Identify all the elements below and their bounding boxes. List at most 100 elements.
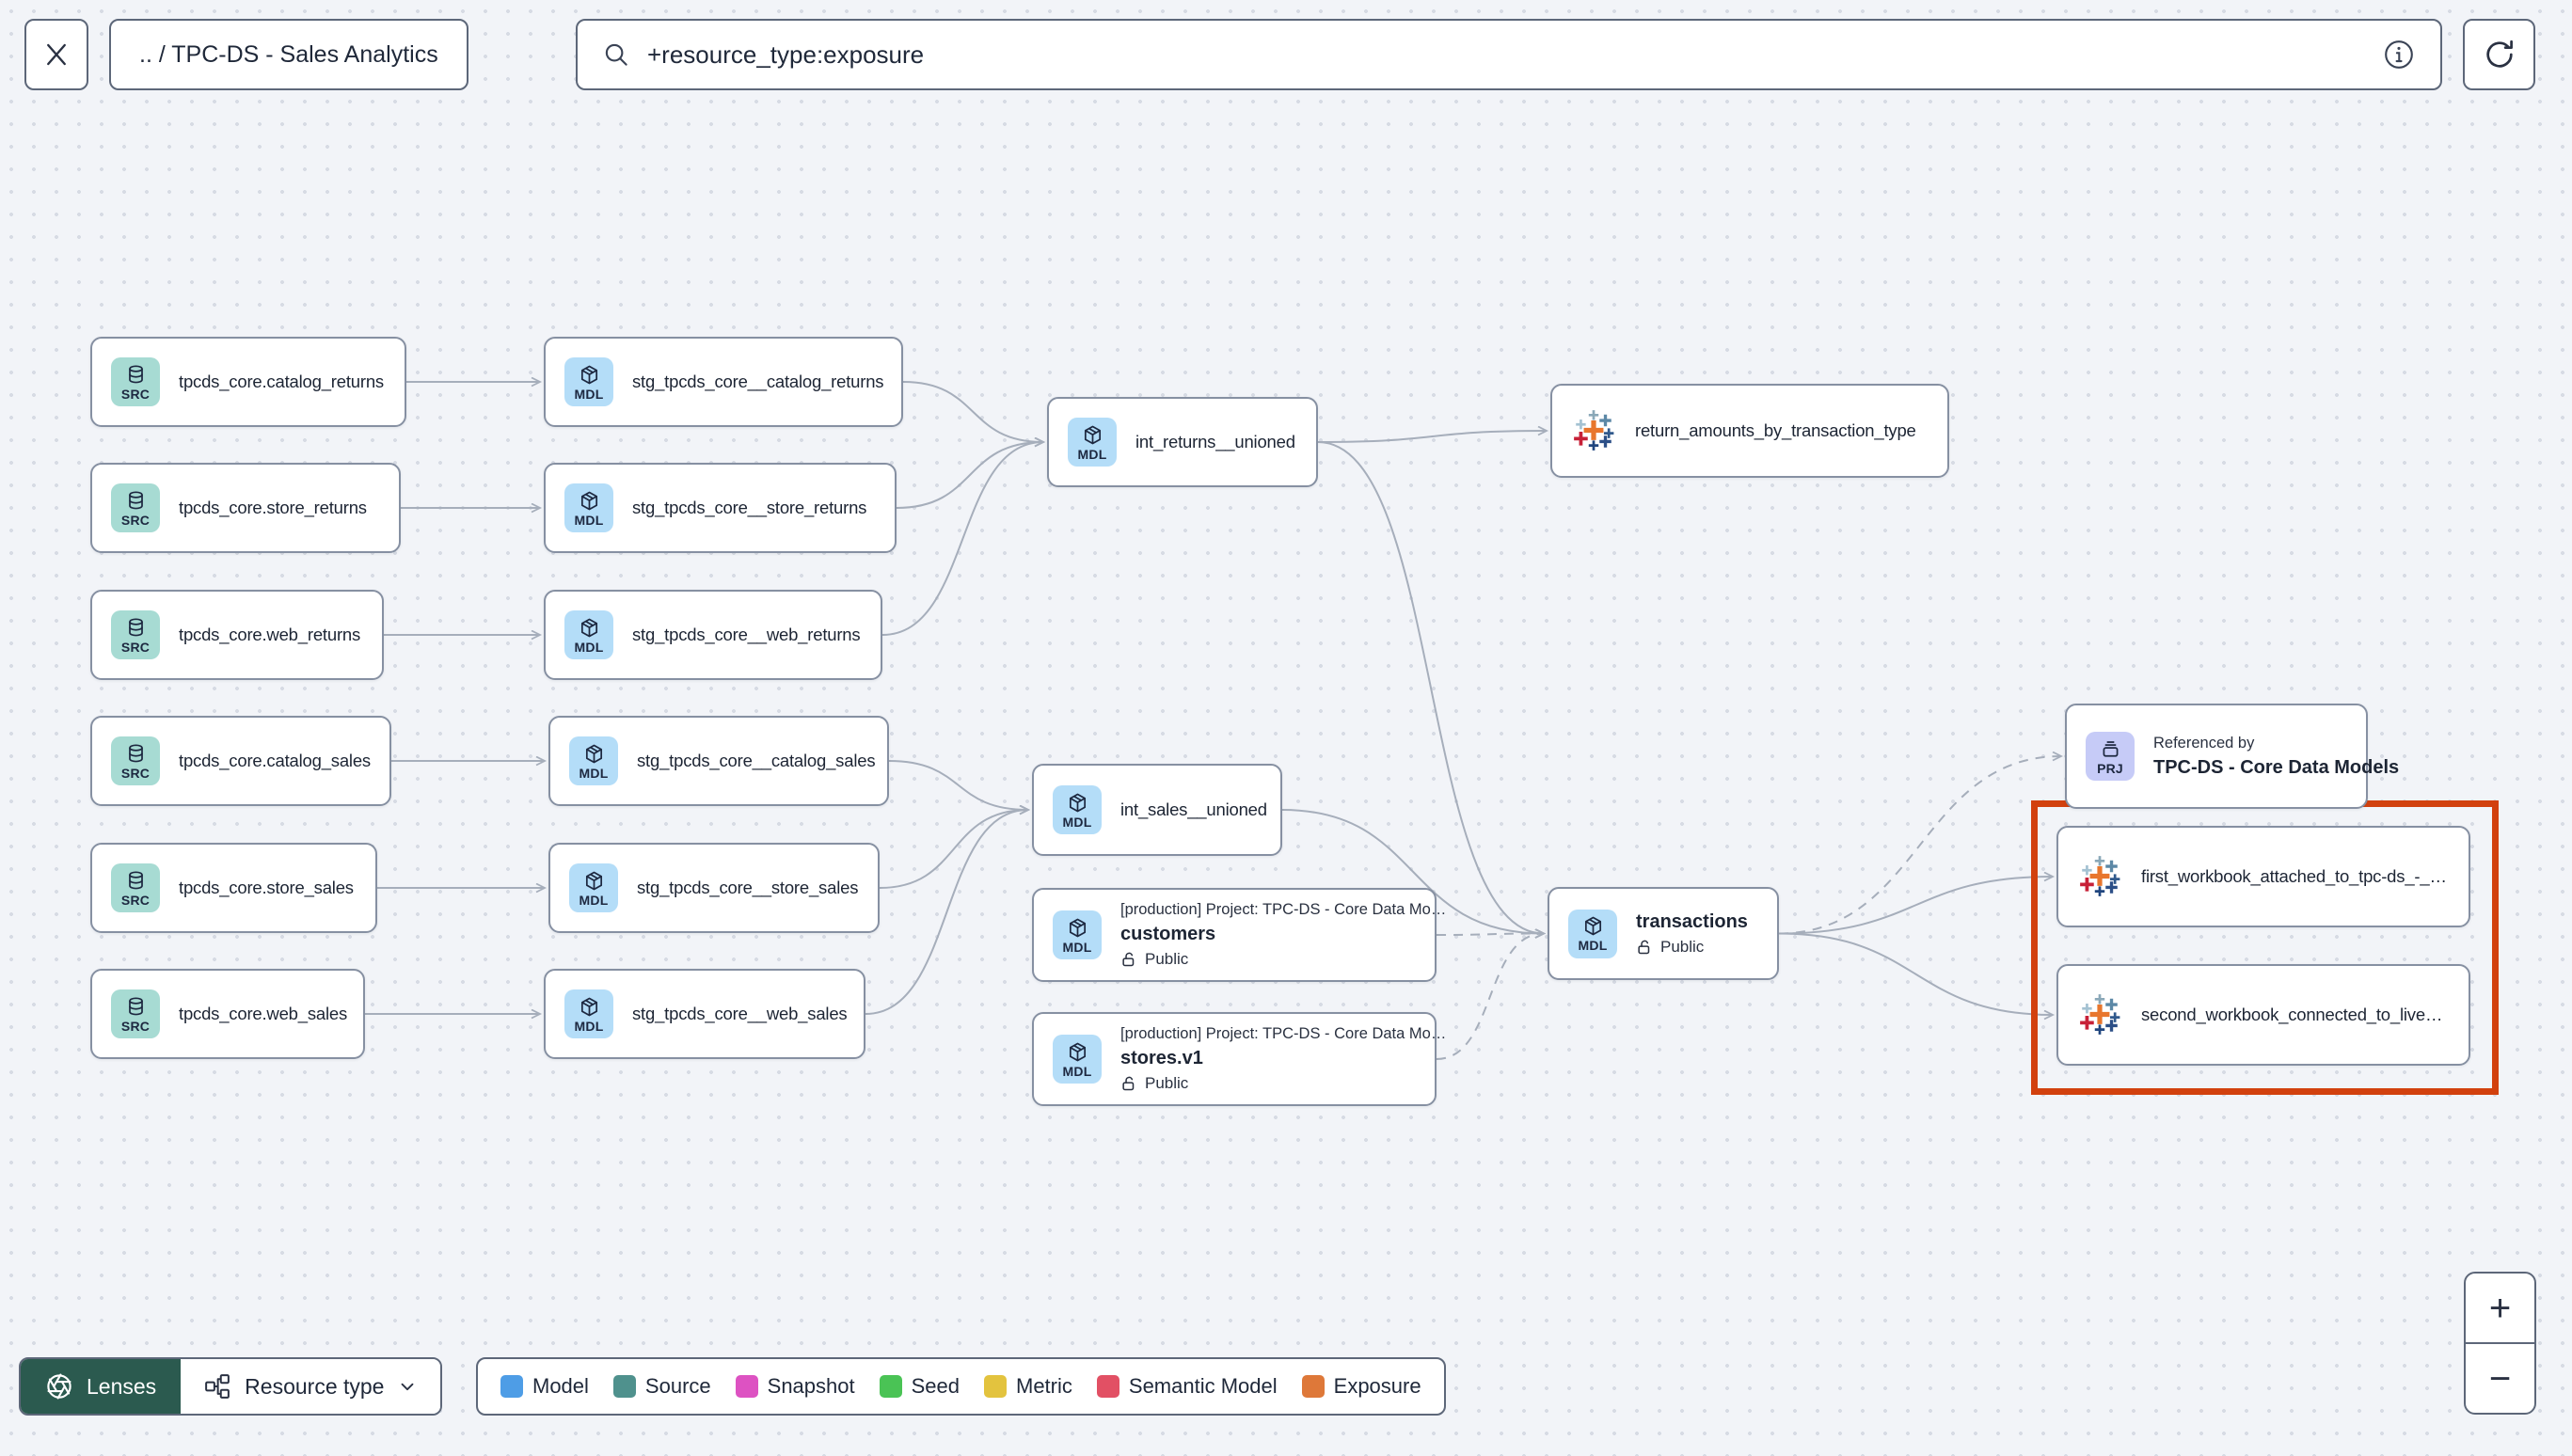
close-button[interactable]	[24, 19, 88, 90]
node-label: first_workbook_attached_to_tpc-ds_-_…	[2141, 866, 2447, 886]
node-src-catalog-returns[interactable]: SRC tpcds_core.catalog_returns	[90, 337, 406, 427]
legend-item-model: Model	[500, 1374, 589, 1399]
lenses-button[interactable]: Lenses	[21, 1359, 182, 1414]
node-project-line: [production] Project: TPC-DS - Core Data…	[1120, 1025, 1447, 1042]
legend-swatch	[1301, 1375, 1325, 1398]
info-icon[interactable]	[2382, 38, 2416, 71]
unlock-icon	[1120, 951, 1137, 968]
cube-icon-badge: MDL	[564, 989, 613, 1038]
database-icon	[125, 364, 147, 386]
node-label: tpcds_core.web_returns	[179, 625, 361, 644]
legend-swatch	[500, 1375, 523, 1398]
node-customers[interactable]: MDL[production] Project: TPC-DS - Core D…	[1032, 888, 1446, 982]
database-icon	[125, 490, 147, 512]
unlock-icon	[1636, 939, 1653, 956]
node-label: tpcds_core.store_sales	[179, 878, 354, 897]
node-label: stg_tpcds_core__web_sales	[632, 1004, 848, 1023]
tableau-icon	[2077, 854, 2122, 899]
cube-icon-badge: MDL	[569, 736, 618, 785]
node-access: Public	[1636, 938, 1748, 957]
edge-int-returns-unioned-to-return-amounts-by-transaction-type	[1317, 431, 1547, 443]
legend-swatch	[984, 1375, 1007, 1398]
legend-label: Exposure	[1333, 1374, 1421, 1398]
cube-icon	[1067, 917, 1088, 939]
tableau-icon	[1571, 408, 1616, 453]
cube-icon	[1582, 915, 1604, 937]
tableau-icon	[2077, 992, 2122, 1037]
legend-label: Snapshot	[767, 1374, 855, 1398]
legend-swatch	[879, 1375, 902, 1398]
cube-icon	[1082, 424, 1103, 446]
cube-icon-badge: MDL	[564, 483, 613, 532]
node-label: stg_tpcds_core__catalog_sales	[637, 751, 876, 770]
cube-icon-badge: MDL	[1568, 909, 1617, 958]
cube-icon	[1067, 1041, 1088, 1063]
lens-controls: Lenses Resource type	[19, 1357, 443, 1416]
database-icon-badge: SRC	[111, 357, 160, 406]
node-return-amounts-by-transaction-type[interactable]: return_amounts_by_transaction_type	[1550, 384, 1949, 478]
cube-icon	[579, 490, 600, 512]
database-icon-badge: SRC	[111, 736, 160, 785]
database-icon-badge: SRC	[111, 989, 160, 1038]
edge-int-sales-unioned-to-transactions	[1281, 809, 1544, 934]
node-second-workbook[interactable]: second_workbook_connected_to_live…	[2056, 964, 2470, 1066]
lenses-label: Lenses	[87, 1373, 157, 1399]
node-label: return_amounts_by_transaction_type	[1635, 420, 1916, 440]
node-label: second_workbook_connected_to_live…	[2141, 1005, 2443, 1024]
database-icon	[125, 996, 147, 1018]
edge-transactions-to-tpc-ds-core-data-models	[1778, 756, 2061, 935]
database-icon	[125, 743, 147, 765]
cube-icon-badge: MDL	[1053, 1035, 1102, 1084]
resource-type-icon	[203, 1372, 231, 1401]
node-project-line: [production] Project: TPC-DS - Core Data…	[1120, 901, 1447, 918]
node-stg-catalog-sales[interactable]: MDL stg_tpcds_core__catalog_sales	[548, 716, 889, 806]
cube-icon-badge: MDL	[564, 610, 613, 659]
resource-type-label: Resource type	[245, 1373, 385, 1399]
node-label: TPC-DS - Core Data Models	[2153, 756, 2400, 778]
node-label: int_returns__unioned	[1135, 432, 1295, 451]
node-label: stg_tpcds_core__catalog_returns	[632, 372, 884, 391]
database-icon	[125, 617, 147, 639]
search-input[interactable]	[647, 40, 2365, 70]
node-stores-v1[interactable]: MDL [production] Project: TPC-DS - Core D…	[1032, 1012, 1446, 1106]
cube-icon-badge: MDL	[1053, 785, 1102, 834]
node-first-workbook[interactable]: first_workbook_attached_to_tpc-ds_-_…	[2056, 826, 2470, 927]
node-access: Public	[1120, 1074, 1446, 1093]
node-label: tpcds_core.catalog_sales	[179, 751, 371, 770]
resource-type-dropdown[interactable]: Resource type	[181, 1359, 441, 1414]
search-bar[interactable]	[576, 19, 2442, 90]
node-label: customers	[1120, 924, 1216, 944]
breadcrumb[interactable]: .. / TPC-DS - Sales Analytics	[109, 19, 468, 90]
cube-icon	[583, 870, 605, 892]
legend-item-snapshot: Snapshot	[735, 1374, 855, 1399]
node-label: stg_tpcds_core__store_sales	[637, 878, 859, 897]
legend-label: Metric	[1016, 1374, 1072, 1398]
edge-stg-catalog-sales-to-int-sales-unioned	[888, 760, 1028, 810]
legend-swatch	[735, 1375, 758, 1398]
node-src-catalog-sales[interactable]: SRC tpcds_core.catalog_sales	[90, 716, 391, 806]
zoom-out-button[interactable]: −	[2488, 1357, 2512, 1400]
zoom-in-button[interactable]: +	[2466, 1274, 2534, 1344]
node-stg-web-sales[interactable]: MDL stg_tpcds_core__web_sales	[544, 969, 865, 1059]
node-label: tpcds_core.catalog_returns	[179, 372, 384, 391]
project-icon-badge: PRJ	[2086, 732, 2135, 781]
node-label: transactions	[1636, 910, 1748, 932]
cube-icon	[583, 743, 605, 765]
legend-swatch	[612, 1375, 636, 1398]
cube-icon-badge: MDL	[569, 863, 618, 912]
refresh-button[interactable]	[2463, 19, 2535, 90]
node-stg-store-sales[interactable]: MDL stg_tpcds_core__store_sales	[548, 843, 880, 933]
